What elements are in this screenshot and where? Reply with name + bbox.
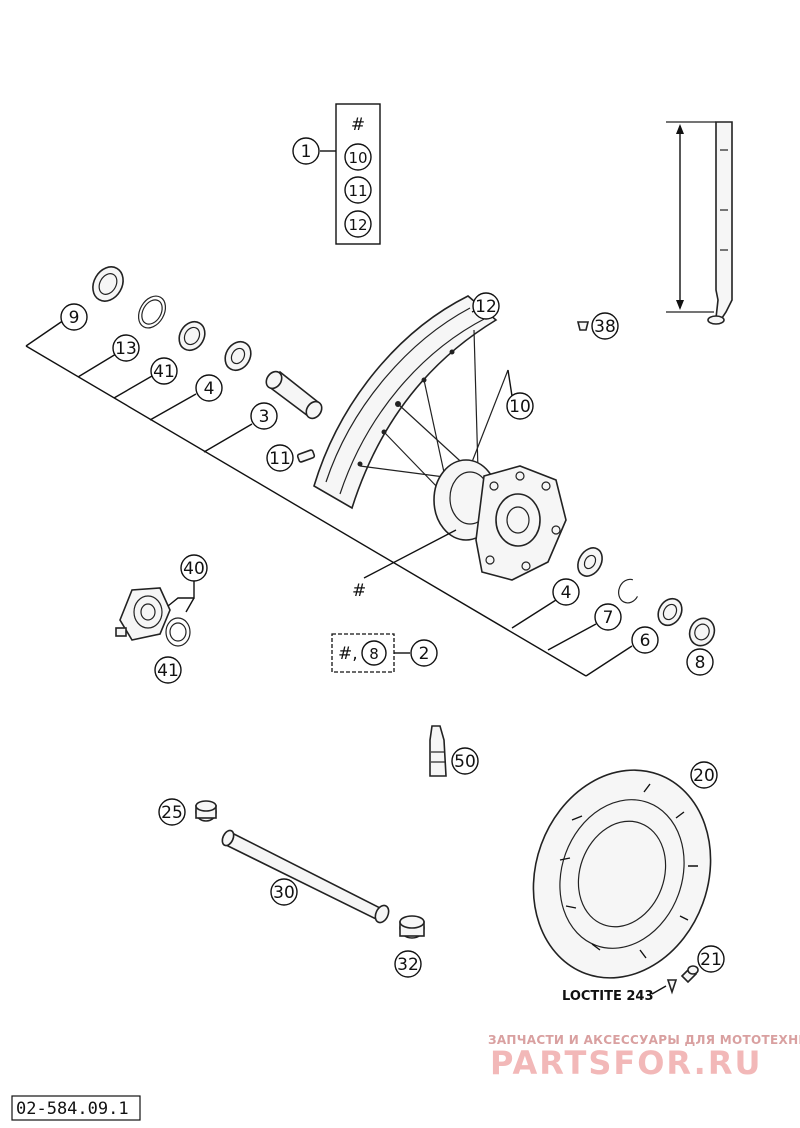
svg-text:8: 8 [369, 645, 379, 663]
callout-4-right: 4 [552, 578, 580, 606]
svg-text:20: 20 [693, 766, 715, 786]
svg-text:3: 3 [259, 407, 270, 427]
watermark: ЗАПЧАСТИ И АКСЕССУАРЫ ДЛЯ МОТОТЕХНИКИ PA… [488, 1033, 800, 1082]
part-32-drawing [399, 915, 425, 939]
svg-text:2: 2 [419, 644, 430, 664]
group-box: # 10 11 12 [320, 103, 381, 245]
part-20-drawing [532, 769, 712, 979]
callout-50: 50 [451, 747, 479, 775]
callout-3: 3 [250, 402, 278, 430]
document-code: 02-584.09.1 [11, 1095, 141, 1121]
callout-38: 38 [591, 312, 619, 340]
part-13-drawing [137, 295, 167, 329]
svg-text:50: 50 [454, 752, 476, 772]
leader-lines-left [25, 319, 633, 677]
callout-8: 8 [686, 648, 714, 676]
spoke-tool-drawing [666, 121, 733, 325]
callout-7: 7 [594, 603, 622, 631]
callout-4-left: 4 [195, 374, 223, 402]
group-hash: # [351, 115, 365, 135]
callout-32: 32 [394, 950, 422, 978]
group-item-10: 10 [348, 149, 367, 167]
callout-41-top: 41 [150, 357, 178, 385]
part-41-lower-drawing [165, 617, 191, 647]
wheel-rim-drawing [313, 295, 567, 581]
callout-6: 6 [631, 626, 659, 654]
svg-text:#: # [352, 581, 366, 601]
callout-1: 1 [292, 137, 320, 165]
svg-text:25: 25 [161, 803, 183, 823]
svg-text:8: 8 [695, 653, 706, 673]
callout-13: 13 [112, 334, 140, 362]
svg-text:7: 7 [603, 608, 614, 628]
svg-text:38: 38 [594, 317, 616, 337]
svg-text:41: 41 [157, 661, 179, 681]
callout-20: 20 [690, 761, 718, 789]
part-11-drawing [296, 449, 316, 463]
hash-label: # [352, 529, 457, 601]
callout-11: 11 [266, 444, 294, 472]
callout-9: 9 [60, 303, 88, 331]
loctite-note: LOCTITE 243 [562, 985, 667, 1004]
part-21-drawing [666, 965, 699, 995]
svg-text:PARTSFOR.RU: PARTSFOR.RU [490, 1044, 762, 1082]
part-8-drawing [688, 617, 716, 647]
svg-text:4: 4 [204, 379, 215, 399]
part-40-drawing [115, 587, 171, 641]
part-41-drawing [178, 320, 206, 352]
part-4-right-drawing [577, 547, 603, 577]
group-item-11: 11 [348, 182, 367, 200]
callout-2: 2 [410, 639, 438, 667]
svg-text:#,: #, [338, 644, 358, 664]
box-2: #, 8 [331, 633, 410, 673]
callout-10: 10 [506, 369, 534, 420]
svg-text:11: 11 [269, 449, 291, 469]
part-3-drawing [265, 370, 323, 420]
callout-30: 30 [270, 878, 298, 906]
svg-text:13: 13 [115, 339, 137, 359]
part-50-drawing [429, 725, 447, 777]
svg-text:32: 32 [397, 955, 419, 975]
part-9-drawing [92, 266, 124, 302]
svg-text:12: 12 [475, 297, 497, 317]
callout-25: 25 [158, 798, 186, 826]
svg-text:02-584.09.1: 02-584.09.1 [16, 1099, 129, 1119]
svg-text:1: 1 [301, 142, 312, 162]
callout-41-bottom: 41 [154, 656, 182, 684]
part-30-drawing [221, 829, 390, 924]
svg-text:ЗАПЧАСТИ И АКСЕССУАРЫ ДЛЯ МОТО: ЗАПЧАСТИ И АКСЕССУАРЫ ДЛЯ МОТОТЕХНИКИ [488, 1033, 800, 1047]
svg-text:LOCTITE 243: LOCTITE 243 [562, 989, 654, 1004]
svg-text:10: 10 [509, 397, 531, 417]
svg-text:9: 9 [69, 308, 80, 328]
callout-21: 21 [697, 945, 725, 973]
svg-text:40: 40 [183, 559, 205, 579]
svg-text:4: 4 [561, 583, 572, 603]
part-7-drawing [618, 578, 638, 604]
svg-text:41: 41 [153, 362, 175, 382]
svg-text:21: 21 [700, 950, 722, 970]
part-6-drawing [657, 597, 683, 627]
callout-40: 40 [167, 554, 208, 613]
svg-text:6: 6 [640, 631, 651, 651]
part-25-drawing [195, 800, 217, 822]
part-4-left-drawing [224, 340, 252, 372]
group-item-12: 12 [348, 216, 367, 234]
svg-text:30: 30 [273, 883, 295, 903]
part-38-drawing [576, 321, 590, 331]
callout-12: 12 [471, 292, 500, 320]
